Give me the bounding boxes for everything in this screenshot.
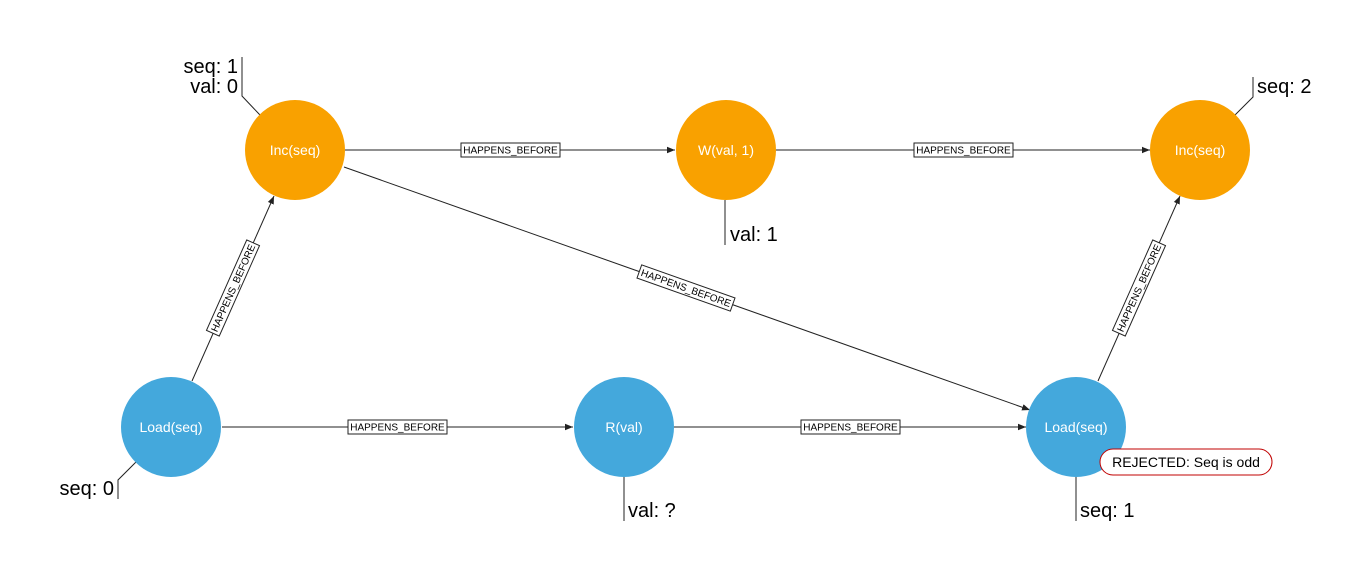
node-inc-seq-1[interactable]: Inc(seq) [245, 100, 345, 200]
annotation-load1-seq: seq: 0 [60, 478, 114, 500]
svg-text:REJECTED: Seq is odd: REJECTED: Seq is odd [1112, 454, 1260, 470]
rejected-badge: REJECTED: Seq is odd [1099, 448, 1273, 476]
edge-read-to-load2: HAPPENS_BEFORE [674, 419, 1026, 435]
node-write-val[interactable]: W(val, 1) [676, 100, 776, 200]
edge-label-write-inc2: HAPPENS_BEFORE [913, 142, 1014, 158]
svg-text:HAPPENS_BEFORE: HAPPENS_BEFORE [803, 423, 898, 434]
svg-text:W(val, 1): W(val, 1) [698, 142, 754, 158]
edge-load1-to-inc1: HAPPENS_BEFORE [191, 195, 275, 382]
annotation-inc1-val: val: 0 [190, 76, 238, 98]
node-inc-seq-2[interactable]: Inc(seq) [1150, 100, 1250, 200]
annotation-lines [117, 57, 1254, 521]
annotation-write-val: val: 1 [730, 224, 778, 246]
svg-text:HAPPENS_BEFORE: HAPPENS_BEFORE [210, 243, 259, 334]
edge-label-load2-inc2: HAPPENS_BEFORE [1111, 239, 1167, 337]
node-load-seq-1[interactable]: Load(seq) [121, 377, 221, 477]
edge-label-inc1-load2: HAPPENS_BEFORE [636, 264, 736, 312]
annotation-inc2-seq: seq: 2 [1257, 76, 1311, 98]
annotation-inc1-seq: seq: 1 [184, 56, 238, 78]
edge-label-load1-inc1: HAPPENS_BEFORE [205, 239, 261, 337]
edge-inc1-to-write: HAPPENS_BEFORE [345, 142, 675, 158]
edge-load1-to-read: HAPPENS_BEFORE [222, 419, 573, 435]
svg-text:HAPPENS_BEFORE: HAPPENS_BEFORE [350, 423, 445, 434]
svg-text:HAPPENS_BEFORE: HAPPENS_BEFORE [463, 146, 558, 157]
svg-text:HAPPENS_BEFORE: HAPPENS_BEFORE [916, 146, 1011, 157]
svg-text:HAPPENS_BEFORE: HAPPENS_BEFORE [1116, 243, 1165, 334]
edge-load2-to-inc2: HAPPENS_BEFORE [1097, 195, 1181, 382]
edge-write-to-inc2: HAPPENS_BEFORE [776, 142, 1150, 158]
svg-text:Load(seq): Load(seq) [1044, 419, 1107, 435]
annotation-read-val: val: ? [628, 500, 676, 522]
svg-text:Inc(seq): Inc(seq) [270, 142, 321, 158]
edge-label-read-load2: HAPPENS_BEFORE [800, 419, 901, 435]
edge-label-load1-read: HAPPENS_BEFORE [347, 419, 448, 435]
edge-label-inc1-write: HAPPENS_BEFORE [460, 142, 561, 158]
svg-text:Load(seq): Load(seq) [139, 419, 202, 435]
node-load-seq-2[interactable]: Load(seq) [1026, 377, 1126, 477]
node-read-val[interactable]: R(val) [574, 377, 674, 477]
svg-text:Inc(seq): Inc(seq) [1175, 142, 1226, 158]
svg-text:HAPPENS_BEFORE: HAPPENS_BEFORE [639, 268, 732, 310]
edge-inc1-to-load2: HAPPENS_BEFORE [343, 166, 1031, 411]
svg-text:R(val): R(val) [605, 419, 642, 435]
annotation-load2-seq: seq: 1 [1080, 500, 1134, 522]
